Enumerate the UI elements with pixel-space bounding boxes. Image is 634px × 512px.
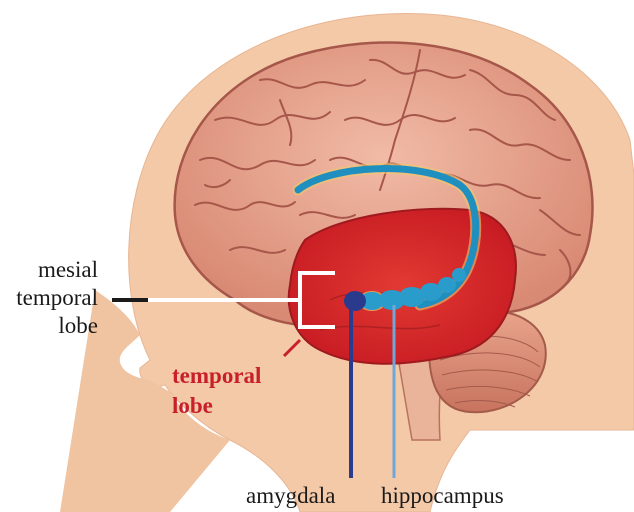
temporal-lobe-pointer	[282, 338, 302, 358]
amygdala	[344, 291, 366, 311]
mesial-temporal-label: mesial temporal lobe	[16, 256, 98, 340]
amygdala-label: amygdala	[246, 483, 336, 508]
mesial-label-line-2: temporal	[16, 285, 98, 310]
temporal-lobe-region	[287, 207, 517, 365]
mesial-temporal-bracket	[148, 271, 335, 329]
face-profile	[60, 290, 230, 512]
temporal-lobe-label-line-2: lobe	[172, 393, 213, 418]
mesial-label-line-1: mesial	[37, 257, 98, 282]
temporal-lobe-label-line-1: temporal	[172, 363, 262, 388]
temporal-lobe-label: temporal lobe	[172, 362, 261, 420]
hippocampus-label: hippocampus	[381, 483, 504, 508]
hippocampus	[358, 268, 466, 311]
mesial-label-line-3: lobe	[58, 313, 98, 338]
